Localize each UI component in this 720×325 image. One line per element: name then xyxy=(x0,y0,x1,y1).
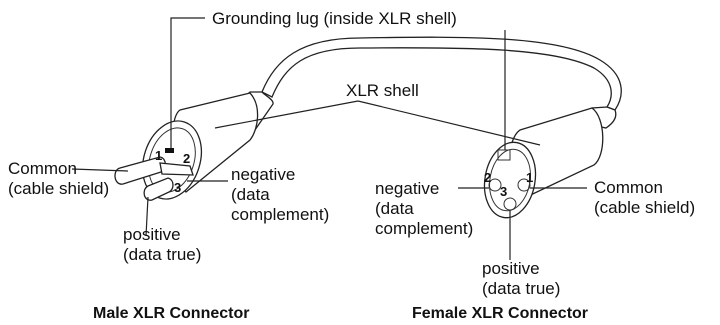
female-pin-label-2: 2 xyxy=(484,170,491,185)
female-grounding-lug xyxy=(497,149,511,161)
male-pin-3 xyxy=(143,177,174,201)
common-right-label-line1: Common xyxy=(594,178,663,197)
female-connector-caption: Female XLR Connector xyxy=(412,305,588,322)
female-pin-label-3: 3 xyxy=(500,184,507,199)
common-right-label-line2: (cable shield) xyxy=(594,198,695,217)
male-connector-caption: Male XLR Connector xyxy=(93,305,249,322)
female-socket-2 xyxy=(488,178,502,192)
positive-left-label-line2: (data true) xyxy=(123,245,201,264)
female-pin-label-1: 1 xyxy=(526,170,533,185)
male-xlr-connector: 1 2 3 xyxy=(114,91,274,201)
male-pin-label-3: 3 xyxy=(174,180,181,195)
male-pin-label-1: 1 xyxy=(155,148,162,163)
positive-right-label-line2: (data true) xyxy=(482,279,560,298)
female-xlr-connector: 2 1 3 xyxy=(483,106,617,219)
negative-left-label-line2: (data xyxy=(231,185,270,204)
negative-left-label-line1: negative xyxy=(231,165,295,184)
positive-right-label-line1: positive xyxy=(482,259,540,278)
negative-left-label-line3: complement) xyxy=(231,205,329,224)
female-face xyxy=(483,141,537,219)
xlr-shell-label: XLR shell xyxy=(346,81,419,100)
male-pin-label-2: 2 xyxy=(183,151,190,166)
negative-right-label-line1: negative xyxy=(375,179,439,198)
common-left-label-line1: Common xyxy=(8,159,77,178)
leader-lines xyxy=(71,17,587,260)
male-pin-2 xyxy=(159,162,194,176)
female-socket-1 xyxy=(517,178,531,192)
negative-right-label-line3: complement) xyxy=(375,219,473,238)
positive-left-label-line1: positive xyxy=(123,225,181,244)
common-left-label-line2: (cable shield) xyxy=(8,179,109,198)
negative-right-label-line2: (data xyxy=(375,199,414,218)
male-grounding-lug xyxy=(165,148,174,153)
cable xyxy=(261,36,622,111)
grounding-lug-label: Grounding lug (inside XLR shell) xyxy=(212,9,457,28)
